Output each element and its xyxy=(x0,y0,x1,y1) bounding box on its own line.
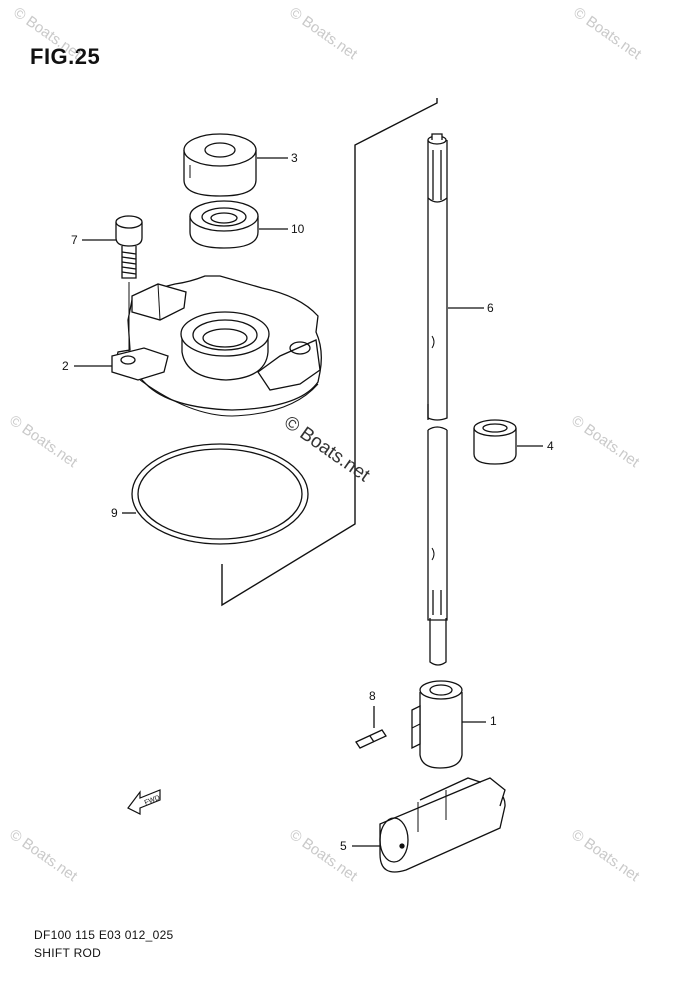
part-7-bolt xyxy=(115,215,143,279)
part-2-housing xyxy=(111,275,322,417)
part-5-shift-cam xyxy=(379,777,506,873)
part-9-o-ring xyxy=(131,443,309,545)
footer-code: DF100 115 E03 012_025 xyxy=(34,928,174,942)
figure-title: FIG.25 xyxy=(30,44,101,69)
callout-8: 8 xyxy=(369,689,376,703)
callout-6: 6 xyxy=(487,301,494,315)
callout-2: 2 xyxy=(62,359,69,373)
part-1-joint xyxy=(411,680,463,769)
callout-4: 4 xyxy=(547,439,554,453)
callout-9: 9 xyxy=(111,506,118,520)
part-4-collar xyxy=(473,419,517,465)
callout-3: 3 xyxy=(291,151,298,165)
part-3-bushing xyxy=(183,133,257,197)
callout-5: 5 xyxy=(340,839,347,853)
fwd-arrow-icon xyxy=(127,789,161,815)
callout-7: 7 xyxy=(71,233,78,247)
footer-caption: SHIFT ROD xyxy=(34,946,102,960)
assembly-bracket xyxy=(221,98,438,607)
part-6-shift-rod xyxy=(427,133,448,666)
part-8-pin xyxy=(355,729,387,749)
callout-10: 10 xyxy=(291,222,305,236)
callout-1: 1 xyxy=(490,714,497,728)
part-10-oil-seal xyxy=(189,200,259,249)
